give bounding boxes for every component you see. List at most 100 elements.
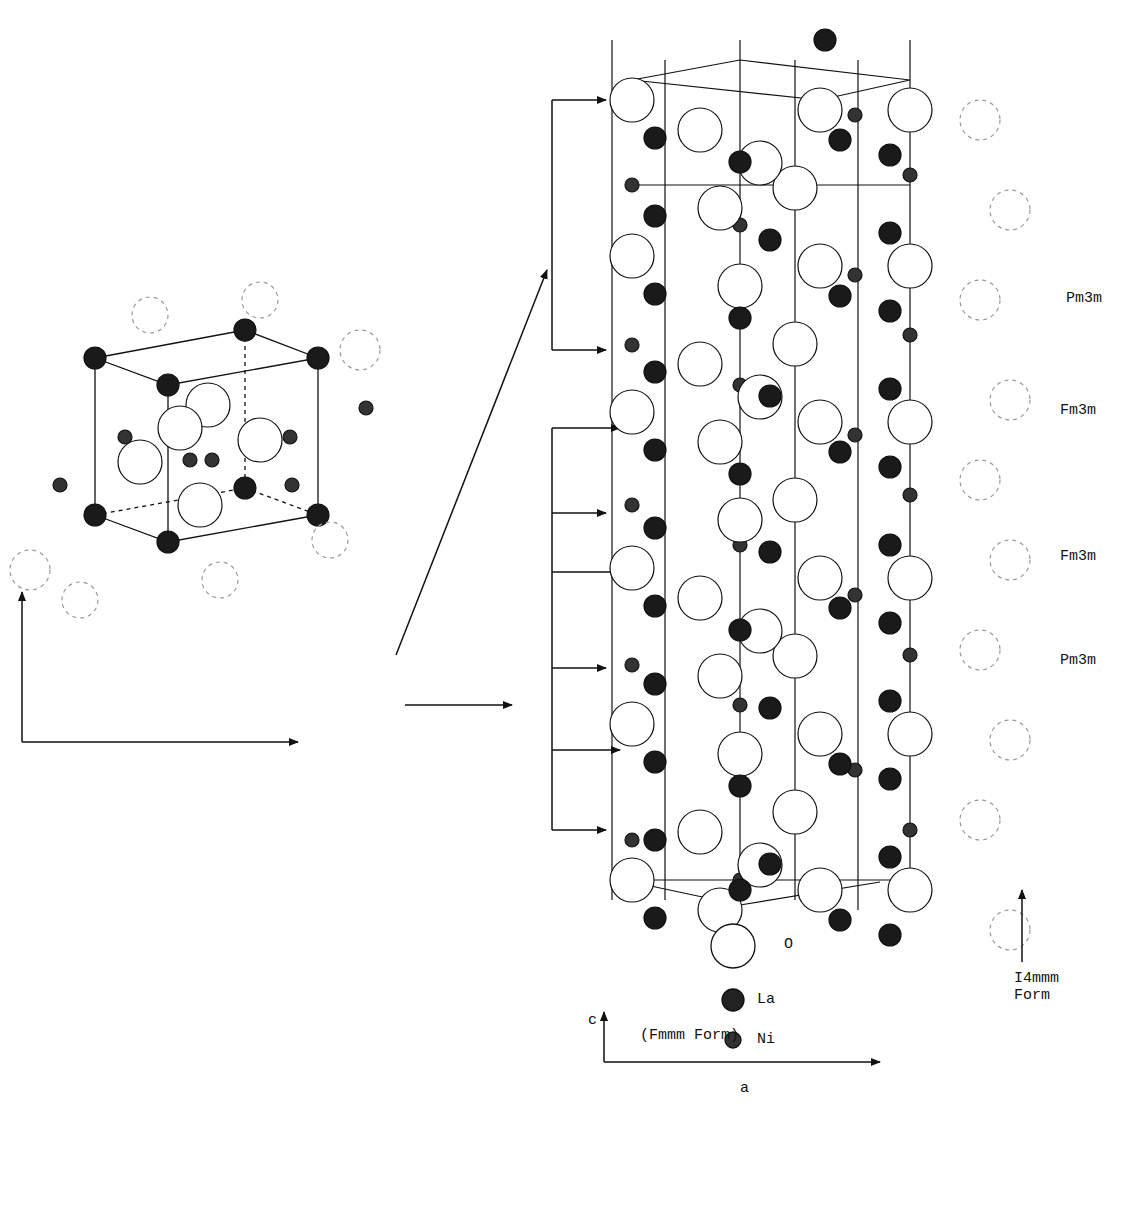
lanthanum-atom bbox=[759, 853, 781, 875]
oxygen-atom bbox=[888, 88, 932, 132]
oxygen-atom bbox=[798, 868, 842, 912]
space-group-label: Pm3m bbox=[1060, 652, 1096, 669]
form-label: I4mmm Form bbox=[1014, 970, 1084, 1005]
oxygen-atom bbox=[340, 330, 380, 370]
oxygen-atom bbox=[798, 712, 842, 756]
cell-axes bbox=[604, 890, 1022, 1062]
lanthanum-atom bbox=[879, 768, 901, 790]
oxygen-atom bbox=[888, 556, 932, 600]
lanthanum-atom bbox=[729, 879, 751, 901]
lanthanum-atom bbox=[234, 319, 256, 341]
lanthanum-atom bbox=[759, 697, 781, 719]
lanthanum-atom bbox=[829, 909, 851, 931]
lanthanum-atom bbox=[644, 439, 666, 461]
ghost-atoms bbox=[960, 100, 1030, 950]
oxygen-atom bbox=[698, 186, 742, 230]
lanthanum-atom bbox=[879, 612, 901, 634]
lanthanum-atom bbox=[829, 753, 851, 775]
oxygen-atom bbox=[242, 282, 278, 318]
nickel-atom bbox=[285, 478, 299, 492]
oxygen-atom bbox=[960, 630, 1000, 670]
oxygen-atom bbox=[798, 88, 842, 132]
nickel-atom bbox=[903, 168, 917, 182]
nickel-atom bbox=[903, 488, 917, 502]
oxygen-atom bbox=[798, 400, 842, 444]
oxygen-atom bbox=[678, 108, 722, 152]
lanthanum-atom bbox=[644, 595, 666, 617]
lanthanum-atom bbox=[644, 127, 666, 149]
lanthanum-atom bbox=[729, 463, 751, 485]
lanthanum-atom bbox=[644, 517, 666, 539]
oxygen-atom bbox=[718, 732, 762, 776]
oxygen-atom bbox=[238, 418, 282, 462]
unit-cell-frame bbox=[612, 40, 910, 910]
oxygen-atom bbox=[798, 244, 842, 288]
oxygen-atom bbox=[960, 280, 1000, 320]
lanthanum-atom bbox=[307, 347, 329, 369]
lanthanum-atom bbox=[644, 829, 666, 851]
oxygen-atom bbox=[132, 297, 168, 333]
lanthanum-atom bbox=[879, 456, 901, 478]
nickel-atom bbox=[625, 338, 639, 352]
nickel-atom bbox=[903, 328, 917, 342]
lanthanum-atom bbox=[84, 504, 106, 526]
oxygen-atom bbox=[678, 810, 722, 854]
oxygen-atom bbox=[312, 522, 348, 558]
lanthanum-atom bbox=[879, 924, 901, 946]
oxygen-atom bbox=[610, 78, 654, 122]
oxygen-atom bbox=[960, 100, 1000, 140]
lanthanum-atom bbox=[307, 504, 329, 526]
nickel-atom bbox=[733, 698, 747, 712]
form-label: (Fmmm Form) bbox=[640, 1027, 739, 1044]
space-group-label: Pm3m bbox=[1066, 290, 1102, 307]
nickel-atom bbox=[625, 498, 639, 512]
oxygen-atom bbox=[960, 460, 1000, 500]
oxygen-atom bbox=[610, 390, 654, 434]
oxygen-atom bbox=[610, 858, 654, 902]
lanthanum-atom bbox=[157, 531, 179, 553]
oxygen-atom bbox=[610, 546, 654, 590]
small-cell-atoms bbox=[10, 282, 380, 618]
oxygen-atom bbox=[990, 380, 1030, 420]
oxygen-atom bbox=[773, 478, 817, 522]
lanthanum-atom bbox=[729, 775, 751, 797]
lanthanum-atom bbox=[879, 378, 901, 400]
oxygen-atom bbox=[888, 244, 932, 288]
oxygen-atom bbox=[678, 342, 722, 386]
lanthanum-atom bbox=[644, 361, 666, 383]
oxygen-atom bbox=[62, 582, 98, 618]
nickel-atom bbox=[625, 178, 639, 192]
lanthanum-atom bbox=[644, 283, 666, 305]
legend-text: La bbox=[757, 991, 775, 1008]
nickel-atom bbox=[183, 453, 197, 467]
transfer-arrows bbox=[396, 270, 547, 705]
axis-label: a bbox=[740, 1080, 749, 1097]
legend-text: O bbox=[784, 936, 793, 953]
nickel-atom bbox=[53, 478, 67, 492]
oxygen-atom bbox=[610, 234, 654, 278]
lanthanum-atom bbox=[879, 534, 901, 556]
lanthanum-atom bbox=[729, 307, 751, 329]
lanthanum-atom bbox=[879, 222, 901, 244]
lanthanum-atom bbox=[84, 347, 106, 369]
oxygen-atom bbox=[990, 540, 1030, 580]
nickel-atom bbox=[848, 268, 862, 282]
oxygen-atom bbox=[888, 868, 932, 912]
oxygen-atom bbox=[698, 420, 742, 464]
lanthanum-atom bbox=[157, 374, 179, 396]
nickel-atom bbox=[903, 823, 917, 837]
axis-label: c bbox=[588, 1012, 597, 1029]
nickel-atom bbox=[848, 428, 862, 442]
oxygen-atom bbox=[698, 654, 742, 698]
nickel-atom bbox=[359, 401, 373, 415]
lanthanum-atom bbox=[879, 690, 901, 712]
lanthanum-atom bbox=[234, 477, 256, 499]
lanthanum-atom bbox=[759, 541, 781, 563]
nickel-atom bbox=[903, 648, 917, 662]
oxygen-atom bbox=[888, 400, 932, 444]
lanthanum-atom bbox=[829, 285, 851, 307]
oxygen-atom bbox=[718, 498, 762, 542]
oxygen-atom bbox=[202, 562, 238, 598]
oxygen-atom bbox=[678, 576, 722, 620]
lanthanum-atom bbox=[729, 619, 751, 641]
